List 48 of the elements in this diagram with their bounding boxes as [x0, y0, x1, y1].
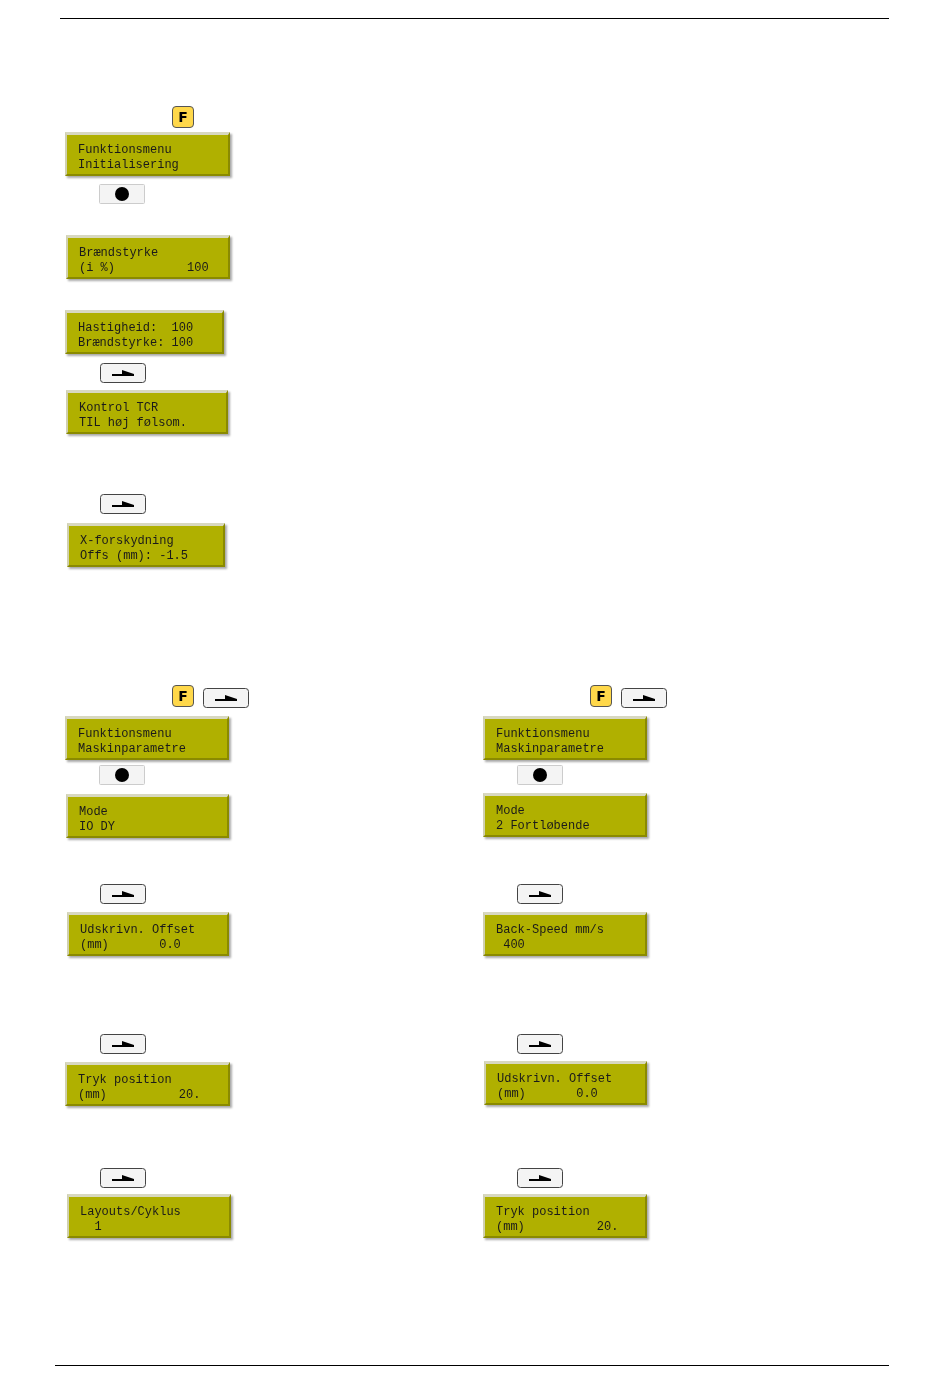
function-key: F [172, 106, 194, 128]
display-text: Initialisering [78, 158, 179, 173]
display-text: Offs (mm): -1.5 [80, 549, 189, 564]
lcd-display [67, 912, 229, 956]
lcd-display [483, 716, 647, 760]
function-key: F [590, 685, 612, 707]
display-text: Udskrivn. Offset [80, 923, 196, 938]
display-text: Funktionsmenu [78, 143, 172, 158]
lcd-display [483, 793, 647, 837]
lcd-display [67, 1194, 231, 1238]
lcd-display [67, 523, 225, 567]
display-text: (mm) 20. [78, 1088, 201, 1103]
display-text: X-forskydning [80, 534, 174, 549]
lcd-display [65, 310, 224, 354]
lcd-display [66, 390, 228, 434]
lcd-display [65, 132, 230, 176]
display-text: Tryk position [496, 1205, 590, 1220]
display-text: 1 [93, 1220, 102, 1235]
display-text: (mm) 0.0 [80, 938, 181, 953]
display-text: Funktionsmenu [78, 727, 172, 742]
display-text: Udskrivn. Offset [497, 1072, 613, 1087]
lcd-display [483, 1194, 647, 1238]
display-text: (mm) 20. [496, 1220, 619, 1235]
display-text: Kontrol TCR [79, 401, 159, 416]
function-key: F [172, 685, 194, 707]
display-text: Layouts/Cyklus [80, 1205, 181, 1220]
lcd-display [483, 912, 647, 956]
lcd-display [65, 1062, 230, 1106]
display-text: (i %) 100 [79, 261, 209, 276]
display-text: IO DY [79, 820, 115, 835]
display-text: Back-Speed mm/s [496, 923, 605, 938]
display-text: Brændstyrke: 100 [78, 336, 194, 351]
display-text: Brændstyrke [79, 246, 159, 261]
display-text: TIL høj følsom. [79, 416, 188, 431]
display-text: 400 [502, 938, 525, 953]
display-text: Maskinparametre [78, 742, 187, 757]
lcd-display [65, 716, 229, 760]
display-text: Maskinparametre [496, 742, 605, 757]
lcd-display [66, 794, 229, 838]
display-text: Funktionsmenu [496, 727, 590, 742]
lcd-display [66, 235, 230, 279]
lcd-display [484, 1061, 647, 1105]
display-text: Tryk position [78, 1073, 172, 1088]
display-text: Mode [496, 804, 525, 819]
display-text: (mm) 0.0 [497, 1087, 598, 1102]
display-text: Mode [79, 805, 108, 820]
display-text: Hastigheid: 100 [78, 321, 194, 336]
display-text: 2 Fortløbende [496, 819, 590, 834]
